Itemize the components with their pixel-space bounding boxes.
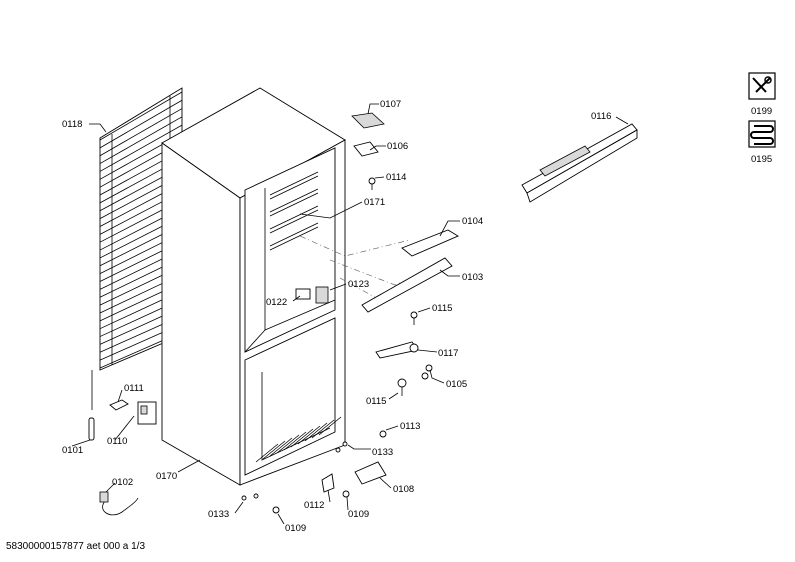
screw-0113 bbox=[379, 430, 387, 438]
label-0106: 0106 bbox=[387, 141, 408, 152]
label-0123: 0123 bbox=[348, 279, 369, 290]
label-0107: 0107 bbox=[380, 99, 401, 110]
label-0104: 0104 bbox=[462, 216, 483, 227]
label-0111: 0111 bbox=[124, 383, 144, 394]
coil-tube bbox=[99, 108, 183, 157]
label-0171: 0171 bbox=[364, 197, 385, 208]
grate-bar bbox=[283, 431, 307, 451]
grate-bar bbox=[311, 419, 335, 439]
control-panel-0104 bbox=[401, 229, 459, 257]
cover-0112 bbox=[321, 473, 335, 493]
label-0113: 0113 bbox=[400, 421, 420, 432]
label-0122: 0122 bbox=[266, 297, 287, 308]
screw-0115b bbox=[397, 378, 407, 396]
screw-0109-right bbox=[342, 490, 350, 498]
grate-bar bbox=[269, 437, 293, 457]
leader-lines bbox=[71, 103, 629, 525]
shelf bbox=[269, 175, 319, 200]
label-0102: 0102 bbox=[112, 477, 133, 488]
clip-0111 bbox=[109, 399, 129, 411]
cap-0105 bbox=[421, 364, 433, 380]
hinge-0108 bbox=[354, 461, 387, 485]
grate-bar bbox=[262, 440, 286, 460]
label-0170: 0170 bbox=[156, 471, 177, 482]
shelf bbox=[269, 192, 319, 217]
coil-tube bbox=[99, 124, 183, 172]
label-0118: 0118 bbox=[62, 119, 82, 130]
grate-bar bbox=[276, 434, 300, 454]
shelf bbox=[269, 222, 319, 247]
label-0105: 0105 bbox=[446, 379, 467, 390]
service-legend: 0199 0195 bbox=[748, 72, 776, 165]
label-0101: 0101 bbox=[62, 445, 83, 456]
shelf bbox=[269, 205, 319, 230]
label-0109-right: 0109 bbox=[348, 509, 369, 520]
label-0117: 0117 bbox=[438, 348, 458, 359]
grate-bar bbox=[255, 443, 279, 463]
tube-0101 bbox=[88, 417, 95, 441]
grate-bar bbox=[290, 428, 314, 448]
label-0103: 0103 bbox=[462, 272, 483, 283]
label-0116: 0116 bbox=[591, 111, 611, 122]
hinge-0106 bbox=[353, 141, 379, 157]
screw-0115a bbox=[410, 311, 418, 325]
legend-code-0195: 0195 bbox=[751, 154, 772, 165]
grate-bar bbox=[297, 425, 321, 445]
hinge-pin-0117 bbox=[375, 341, 419, 359]
label-0114: 0114 bbox=[386, 172, 406, 183]
cap-0133-right bbox=[335, 441, 348, 453]
label-0133-right: 0133 bbox=[372, 447, 393, 458]
screw-0109-left bbox=[272, 506, 280, 514]
label-0108: 0108 bbox=[393, 484, 414, 495]
thermostat-0110 bbox=[137, 401, 157, 425]
legend-code-0199: 0199 bbox=[751, 106, 772, 117]
label-0109-left: 0109 bbox=[285, 523, 306, 534]
coil-tube bbox=[99, 91, 183, 141]
power-cord-0102 bbox=[99, 491, 139, 516]
shelf bbox=[269, 226, 319, 251]
grate-bar bbox=[318, 416, 342, 436]
cap-0133-left bbox=[241, 493, 259, 501]
shelf bbox=[269, 171, 319, 196]
label-0133-left: 0133 bbox=[208, 509, 229, 520]
shelf bbox=[269, 209, 319, 234]
hinge-cover-0107 bbox=[351, 112, 385, 129]
label-0112: 0112 bbox=[304, 500, 324, 511]
label-0115-upper: 0115 bbox=[432, 303, 452, 314]
coil-tube bbox=[99, 116, 183, 164]
shelf bbox=[269, 188, 319, 213]
label-0110: 0110 bbox=[107, 436, 127, 447]
door-handle-strip-0116 bbox=[521, 123, 638, 203]
grate-bar bbox=[304, 422, 328, 442]
document-reference: 58300000157877 aet 000 a 1/3 bbox=[6, 541, 146, 552]
part-labels: 0118 0107 0106 0114 0171 0104 0103 0123 … bbox=[62, 99, 611, 534]
screw-0114 bbox=[368, 177, 376, 190]
label-0115-lower: 0115 bbox=[366, 396, 386, 407]
fridge-cabinet bbox=[161, 87, 346, 486]
coil-tube bbox=[99, 99, 183, 149]
bracket-0103 bbox=[361, 257, 453, 313]
